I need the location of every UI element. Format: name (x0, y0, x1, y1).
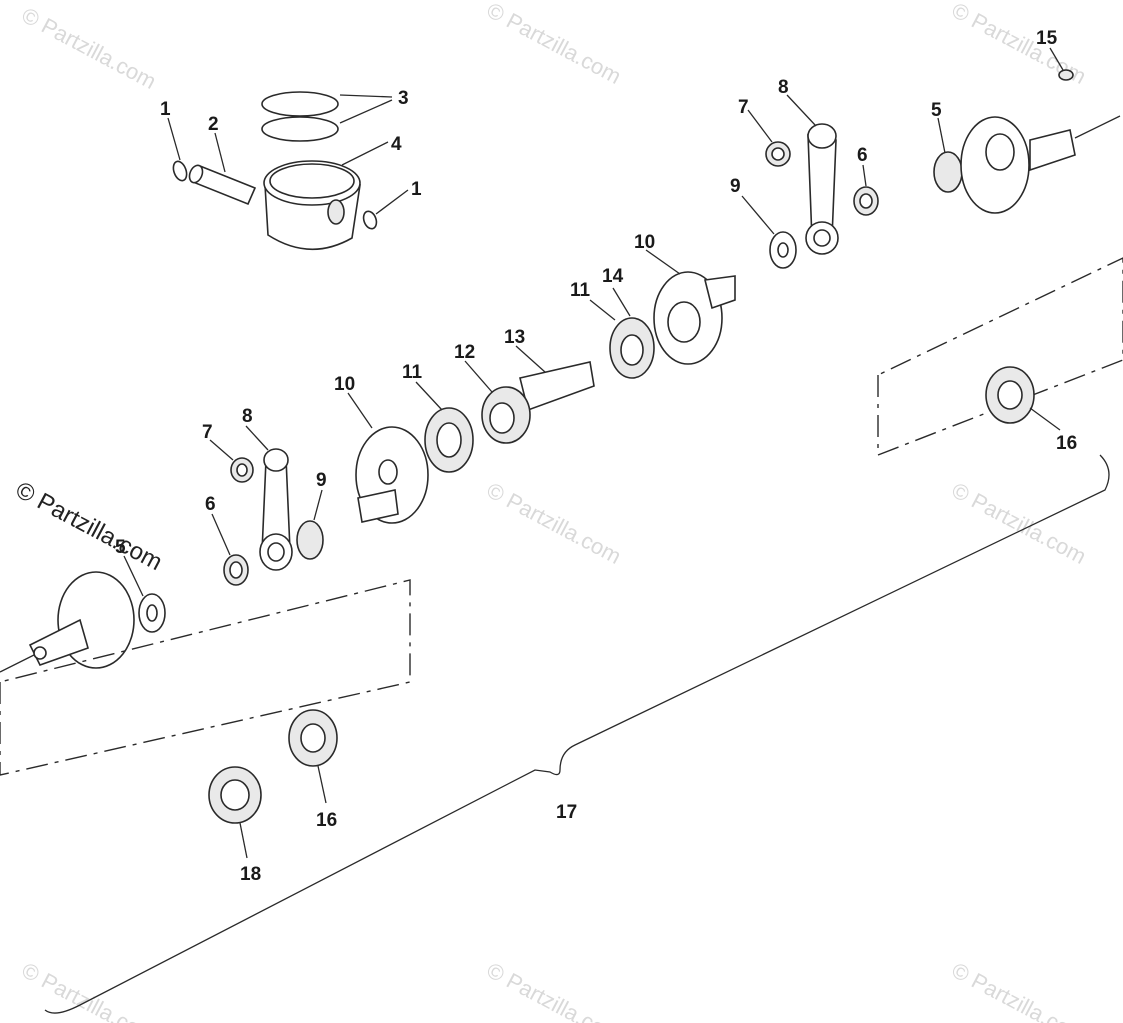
part-needle-bearing-lower-left (230, 457, 254, 483)
part-thrust-washer-upper-right (769, 231, 797, 269)
part-connecting-rod-lower-left (259, 448, 293, 571)
callout-14: 14 (602, 266, 624, 287)
part-washer-upper-right (933, 151, 963, 193)
watermark-text: © Partzilla.com (18, 2, 161, 94)
callout-15: 15 (1036, 28, 1058, 49)
callout-12: 12 (454, 342, 475, 363)
callout-1-right: 1 (411, 179, 422, 200)
callout-9-lower: 9 (316, 470, 327, 491)
callout-5-lower: 5 (115, 537, 126, 558)
callout-18: 18 (240, 864, 261, 885)
callout-3: 3 (398, 88, 409, 109)
callout-2: 2 (208, 114, 219, 135)
part-needle-bearing-upper-right (765, 141, 791, 167)
watermark-text: © Partzilla.com (483, 477, 626, 569)
watermark-text: © Partzilla.com (483, 957, 626, 1023)
part-washer-lower-left (138, 593, 166, 633)
callout-labels: 1 2 3 4 1 7 8 5 15 6 9 10 11 14 12 13 10… (115, 28, 1077, 885)
part-needle-bearing-lower-left-2 (223, 554, 249, 586)
part-center-shaft (481, 361, 595, 444)
part-seal-right (985, 366, 1035, 424)
part-circlip-left (172, 160, 188, 182)
part-crank-half-right (960, 115, 1121, 214)
watermark-text: © Partzilla.com (483, 0, 626, 89)
watermark-text: © Partzilla.com (18, 957, 161, 1023)
callout-13: 13 (504, 327, 525, 348)
part-seal-center-right (609, 317, 655, 379)
part-piston (263, 160, 361, 251)
part-seal-lower (288, 709, 338, 767)
part-piston-rings (261, 91, 339, 142)
part-connecting-rod-upper-right (805, 123, 839, 255)
callout-7-upper: 7 (738, 97, 749, 118)
part-key (1058, 69, 1074, 81)
part-bearing-lower (208, 766, 262, 824)
callout-6-upper: 6 (857, 145, 868, 166)
leader-lines (123, 47, 1064, 859)
callout-16-lower: 16 (316, 810, 337, 831)
part-seal-center-left (424, 407, 474, 473)
callout-5-upper: 5 (931, 100, 942, 121)
watermark-overlay: © Partzilla.com (11, 476, 166, 576)
callout-6-lower: 6 (205, 494, 216, 515)
callout-1: 1 (160, 99, 171, 120)
part-needle-bearing-upper-right-2 (853, 186, 879, 216)
part-crank-half-left (0, 571, 135, 673)
callout-7-lower: 7 (202, 422, 213, 443)
callout-11-upper: 11 (570, 280, 591, 301)
callout-17: 17 (556, 802, 577, 823)
part-crank-wheel-center-left (355, 426, 429, 524)
watermark-text: © Partzilla.com (948, 957, 1091, 1023)
callout-4: 4 (391, 134, 402, 155)
callout-8-upper: 8 (778, 77, 789, 98)
part-crank-wheel-center-right (653, 271, 736, 365)
part-piston-pin (188, 164, 257, 206)
callout-9-upper: 9 (730, 176, 741, 197)
part-thrust-washer-lower-left (296, 520, 324, 560)
assembly-bracket (44, 454, 1110, 1014)
callout-8-lower: 8 (242, 406, 253, 427)
callout-10-upper: 10 (634, 232, 655, 253)
callout-10-lower: 10 (334, 374, 355, 395)
callout-16-right: 16 (1056, 433, 1077, 454)
assembly-outline-right (877, 257, 1123, 457)
part-circlip-right (362, 210, 378, 230)
callout-11-lower: 11 (402, 362, 423, 383)
